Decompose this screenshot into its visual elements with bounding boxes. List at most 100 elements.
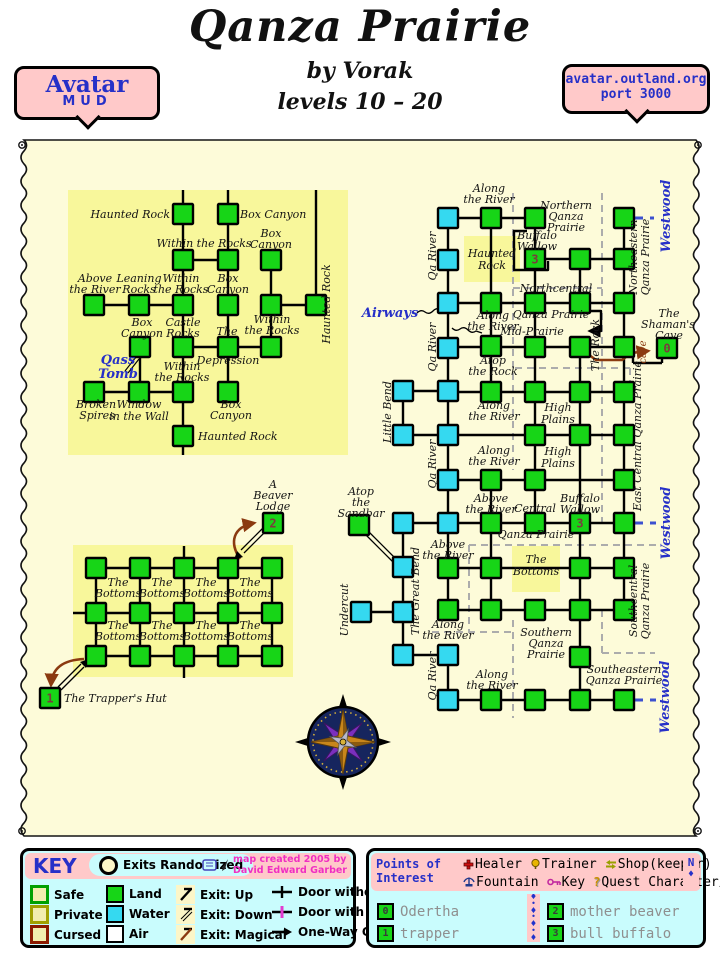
water-room <box>436 336 460 360</box>
map-label: cave <box>638 340 649 363</box>
points-of-interest-panel: Points of Interest Healer Trainer Shop(k… <box>366 848 720 948</box>
map-label: Box <box>131 316 154 329</box>
map-label: Qanza Prairie <box>639 218 652 295</box>
land-room <box>523 511 547 535</box>
land-room <box>479 334 503 358</box>
map-label: Qa River <box>426 231 439 281</box>
map-label: the <box>352 496 371 509</box>
one-way-arrow-icon <box>272 927 292 937</box>
map-label: A <box>268 478 277 491</box>
map-label: Tomb <box>98 367 138 382</box>
map-label: Wallow <box>517 240 558 253</box>
water-room <box>436 291 460 315</box>
special-path <box>512 229 550 272</box>
water-room-icon <box>106 905 124 923</box>
poi-entry-trapper: 1 trapper <box>377 925 459 942</box>
land-room <box>612 247 636 271</box>
land-room <box>612 291 636 315</box>
map-label: Qa River <box>426 651 439 701</box>
poi-room-number: 3 <box>576 517 583 531</box>
map-label: Qanza Prairie <box>513 308 590 321</box>
land-room <box>171 202 195 226</box>
land-room <box>216 556 240 580</box>
land-room <box>216 248 240 272</box>
map-label: Qa River <box>426 439 439 489</box>
legend-private: Private <box>30 905 103 924</box>
map-label: Buffalo <box>516 229 557 242</box>
map-label: The <box>240 619 261 632</box>
scroll-icon <box>202 859 217 871</box>
water-room <box>391 511 415 535</box>
map-label: The <box>217 325 238 338</box>
land-room <box>479 206 503 230</box>
poi-room-marker: 0 <box>377 903 394 920</box>
map-label: Spires <box>79 409 115 422</box>
key-item: Key <box>546 875 585 890</box>
land-room <box>612 598 636 622</box>
special-path <box>44 657 85 688</box>
map-title: Qanza Prairie <box>188 2 532 52</box>
map-label: Along <box>476 309 509 322</box>
shopkeeper-icon <box>605 859 616 869</box>
land-room <box>568 247 592 271</box>
land-room <box>568 556 592 580</box>
map-label: Above <box>473 492 509 505</box>
avatar-mud-badge: Avatar MUD <box>14 66 160 130</box>
mud-name: Avatar <box>45 71 129 98</box>
map-label: Rock <box>477 259 506 272</box>
map-label: Haunted Rock <box>197 430 278 443</box>
key-legend-panel: KEY Exits Randomized map created 2005 by… <box>20 848 422 948</box>
land-room <box>128 601 152 625</box>
one-way-track <box>363 532 395 564</box>
land-room <box>171 380 195 404</box>
land-room <box>568 380 592 404</box>
map-label: Depression <box>196 354 260 367</box>
exit-down-icon <box>176 905 195 924</box>
map-label: Lodge <box>255 500 291 513</box>
water-room <box>391 379 415 403</box>
map-label: the River <box>465 503 517 516</box>
server-port: port 3000 <box>600 87 672 102</box>
healer-cross-icon <box>463 859 474 869</box>
land-room <box>216 644 240 668</box>
map-label: Atop <box>479 354 506 367</box>
map-label: Prairie <box>546 221 586 234</box>
water-room <box>391 600 415 624</box>
land-room <box>523 598 547 622</box>
map-label: Bottoms <box>512 565 560 578</box>
server-host: avatar.outland.org <box>565 72 707 87</box>
map-label: Shaman's <box>641 318 695 331</box>
map-label: Leaning <box>115 272 161 285</box>
map-label: Haunted <box>467 247 516 260</box>
water-room <box>436 248 460 272</box>
map-label: the Rocks <box>245 324 300 337</box>
map-label: Within <box>163 272 200 285</box>
north-diamond-icon: ♦ <box>687 869 695 880</box>
map-label: Within the Rocks <box>156 237 251 250</box>
map-label: Within <box>164 360 201 373</box>
land-room <box>172 644 196 668</box>
special-path <box>124 356 137 372</box>
legend-exit-down: Exit: Down <box>176 905 273 924</box>
map-label: Above <box>430 538 466 551</box>
poi-icon-legend: Healer Trainer Shop(keeper) $Bank(er) Fo… <box>463 855 720 891</box>
land-room <box>568 598 592 622</box>
poi-separator-strip: ♦•♦•♦•♦ <box>527 894 540 942</box>
map-label: Box <box>220 398 243 411</box>
healer-item: Healer <box>463 857 522 872</box>
map-label: Qanza Prairie <box>639 562 652 639</box>
map-label: in the Wall <box>109 410 169 423</box>
map-label: Cave <box>655 329 683 342</box>
quill-pen-icon <box>222 859 229 871</box>
map-label: Bottoms <box>94 587 142 600</box>
map-label: Along <box>431 618 464 631</box>
zone-highlight <box>68 190 348 455</box>
map-label: Northcentral <box>519 282 593 295</box>
land-room <box>259 335 283 359</box>
server-address-badge: avatar.outland.org port 3000 <box>562 64 710 124</box>
land-room <box>612 468 636 492</box>
land-room <box>128 644 152 668</box>
poi-room-marker: 1 <box>377 925 394 942</box>
map-label: Wallow <box>560 503 601 516</box>
